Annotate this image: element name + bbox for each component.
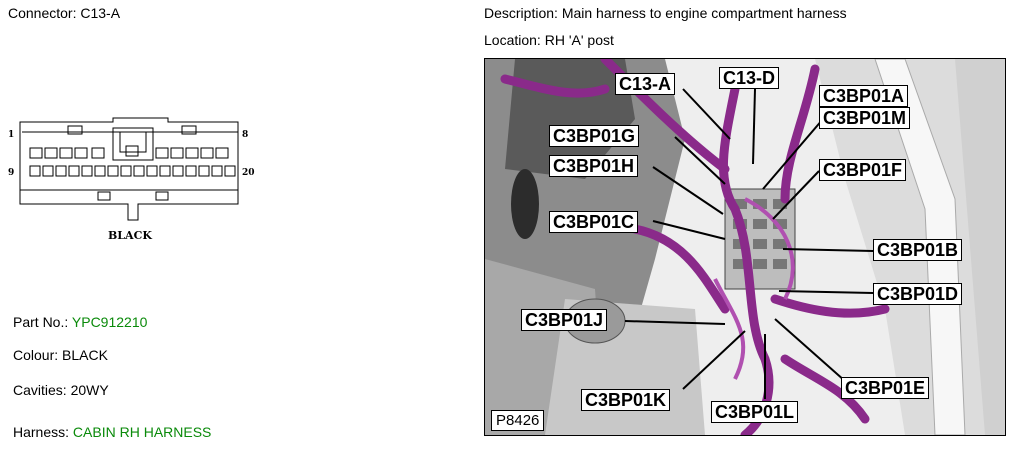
callout-c3bp01f: C3BP01F bbox=[819, 159, 907, 181]
location-row: Location: RH 'A' post bbox=[484, 32, 614, 48]
photo-reference: P8426 bbox=[491, 410, 545, 431]
connector-row: Connector: C13-A bbox=[8, 5, 120, 21]
location-value: RH 'A' post bbox=[544, 32, 614, 48]
cavities-value: 20WY bbox=[70, 382, 109, 398]
pin-8-label: 8 bbox=[242, 130, 248, 140]
drawing-colour-label: BLACK bbox=[108, 229, 152, 242]
part-no-row: Part No.: YPC912210 bbox=[13, 314, 147, 330]
part-no-value[interactable]: YPC912210 bbox=[71, 314, 148, 330]
callout-c3bp01b: C3BP01B bbox=[873, 239, 963, 261]
colour-row: Colour: BLACK bbox=[13, 347, 108, 363]
callout-c13-a: C13-A bbox=[615, 73, 676, 95]
callout-c3bp01m: C3BP01M bbox=[819, 107, 911, 129]
description-row: Description: Main harness to engine comp… bbox=[484, 5, 847, 21]
callout-c3bp01e: C3BP01E bbox=[841, 377, 930, 399]
callout-c13-d: C13-D bbox=[719, 67, 780, 89]
part-no-label: Part No.: bbox=[13, 314, 69, 330]
callout-c3bp01c: C3BP01C bbox=[549, 211, 639, 233]
callout-c3bp01d: C3BP01D bbox=[873, 283, 963, 305]
callout-c3bp01k: C3BP01K bbox=[581, 389, 671, 411]
harness-row: Harness: CABIN RH HARNESS bbox=[13, 424, 211, 440]
description-value: Main harness to engine compartment harne… bbox=[561, 5, 847, 21]
connector-face-drawing: 1 8 9 20 BLACK bbox=[8, 117, 255, 242]
location-label: Location: bbox=[484, 32, 541, 48]
connector-value: C13-A bbox=[80, 5, 121, 21]
harness-label: Harness: bbox=[13, 424, 70, 440]
callout-c3bp01l: C3BP01L bbox=[711, 401, 799, 423]
cavities-row: Cavities: 20WY bbox=[13, 382, 109, 398]
pin-9-label: 9 bbox=[8, 168, 14, 178]
cavities-label: Cavities: bbox=[13, 382, 67, 398]
colour-label: Colour: bbox=[13, 347, 59, 363]
location-photo: C13-A C13-D C3BP01A C3BP01M C3BP01G C3BP… bbox=[484, 58, 1006, 436]
colour-value: BLACK bbox=[62, 347, 108, 363]
description-label: Description: bbox=[484, 5, 558, 21]
callout-c3bp01g: C3BP01G bbox=[549, 125, 640, 147]
callout-c3bp01h: C3BP01H bbox=[549, 155, 639, 177]
callout-c3bp01j: C3BP01J bbox=[521, 309, 608, 331]
pin-20-label: 20 bbox=[242, 168, 255, 178]
pin-1-label: 1 bbox=[8, 130, 14, 140]
harness-value[interactable]: CABIN RH HARNESS bbox=[72, 424, 212, 440]
callout-c3bp01a: C3BP01A bbox=[819, 85, 909, 107]
connector-label: Connector: bbox=[8, 5, 77, 21]
